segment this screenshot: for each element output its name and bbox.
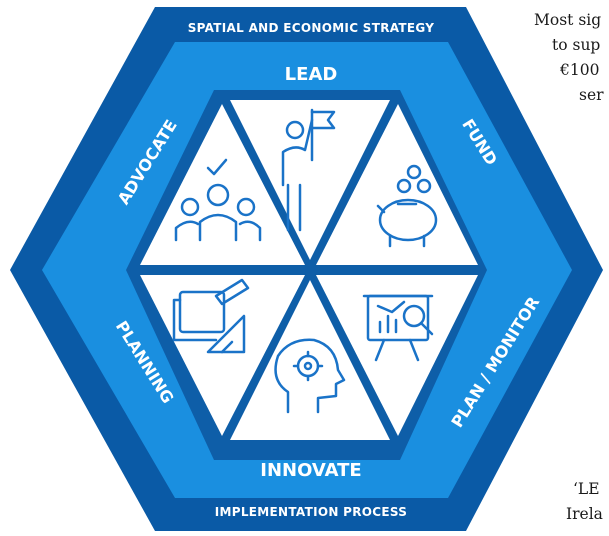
piggy-bank-coins-icon	[376, 164, 438, 248]
side-text-line-4: ser	[579, 86, 604, 104]
triangle-innovate	[230, 280, 390, 440]
presentation-chart-magnifier-icon	[362, 294, 434, 362]
label-innovate: INNOVATE	[260, 460, 361, 481]
side-text-line-1: Most sig	[534, 11, 602, 29]
group-check-icon	[174, 158, 262, 242]
flag-person-icon	[281, 108, 336, 232]
triangle-lead	[230, 100, 390, 260]
side-text-line-3: €100	[560, 61, 600, 79]
side-text-line-5: ‘LE	[573, 480, 600, 498]
top-band-label: SPATIAL AND ECONOMIC STRATEGY	[188, 21, 435, 35]
blueprint-pencil-icon	[172, 278, 250, 354]
head-gear-icon	[274, 338, 346, 414]
side-text-line-2: to sup	[552, 36, 601, 54]
side-text-line-6: Irela	[566, 505, 603, 523]
triangle-plan-monitor	[316, 275, 478, 436]
label-lead: LEAD	[285, 64, 338, 85]
bottom-band-label: IMPLEMENTATION PROCESS	[215, 505, 408, 519]
